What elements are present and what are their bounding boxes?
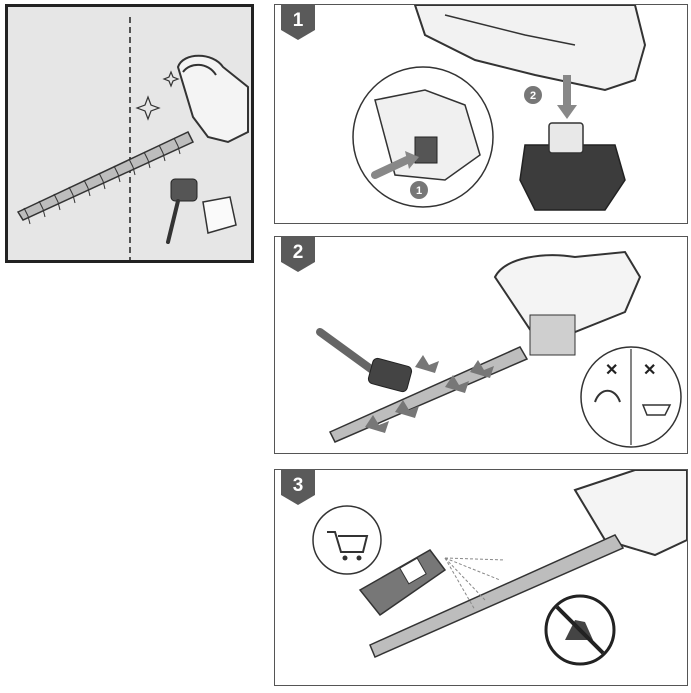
trimmer-blade-shape [16, 131, 195, 221]
release-button-shape [414, 136, 438, 164]
callout-circle-2 [524, 86, 542, 104]
sparkle-icon [162, 70, 180, 88]
cloth-icon [202, 196, 237, 234]
trimmer-body-shape [573, 470, 687, 557]
step-3-panel: 3 [274, 469, 688, 686]
hose-icon [594, 389, 621, 403]
callout-circle-1 [410, 181, 428, 199]
step-badge-1: 1 [281, 4, 315, 40]
spray-can-icon [358, 549, 447, 617]
shopping-cart-bubble [312, 505, 382, 575]
overview-panel [5, 4, 254, 263]
step-number: 1 [292, 10, 304, 31]
step-badge-2: 2 [281, 236, 315, 272]
callout-label-1: 1 [416, 185, 422, 197]
trimmer-handle-shape [176, 54, 249, 144]
brush-cleaning-icon: ✕ ✕ [316, 250, 682, 448]
trimmer-blade-shape [369, 534, 625, 658]
sparkle-icon [135, 95, 161, 121]
step-1-panel: 1 1 2 [274, 4, 688, 224]
step-2-panel: 2 ✕ ✕ [274, 236, 688, 454]
press-arrow-icon [371, 156, 411, 179]
prohibited-x-icon: ✕ [643, 362, 656, 379]
cloth-cover-shape [529, 314, 576, 356]
callout-label-2: 2 [530, 90, 536, 102]
brush-icon [316, 328, 413, 393]
battery-removal-icon: 1 2 [352, 5, 647, 211]
battery-pack-shape [519, 122, 626, 211]
prohibited-x-icon: ✕ [605, 362, 618, 379]
lubricant-spray-icon [312, 470, 687, 666]
debris-shape [365, 355, 494, 433]
solvent-icon [641, 404, 672, 416]
hedge-trimmer-clean-illustration [16, 17, 249, 260]
step-badge-3: 3 [281, 469, 315, 505]
trimmer-body-shape [413, 5, 647, 92]
step-number: 2 [292, 242, 304, 263]
spray-lines [444, 557, 506, 611]
shopping-cart-icon [327, 531, 369, 553]
step-number: 3 [292, 475, 304, 496]
brush-icon [166, 178, 198, 244]
